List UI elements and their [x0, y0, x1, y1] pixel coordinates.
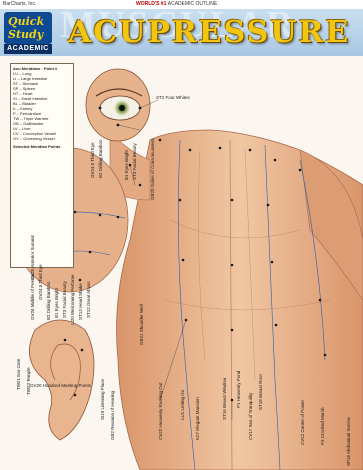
- tagline: WORLD'S #1 ACADEMIC OUTLINE: [136, 0, 217, 9]
- page-title: ACUPRESSURE: [68, 15, 350, 50]
- point-label: GV25 Anterior Summit: [30, 235, 35, 280]
- top-credit-line: BarCharts, Inc. WORLD'S #1 ACADEMIC OUTL…: [0, 0, 363, 9]
- point-label: LI20 Welcoming Perfume: [70, 275, 75, 325]
- point-label: ST16 Breast Window: [222, 378, 227, 420]
- title-banner: MUSCULAR Quick Study ACADEMIC ACUPRESSUR…: [0, 9, 363, 56]
- point-label: TW21 Ear Gate: [16, 359, 21, 390]
- index-header-right: Point #: [44, 66, 57, 71]
- point-label: GB21 Shoulder Well: [139, 304, 144, 345]
- point-label: GV24.5 Third Eye: [90, 142, 95, 178]
- point-label: P3 Crooked Marsh: [320, 407, 325, 445]
- point-label: TW23 Temple: [26, 367, 31, 395]
- tagline-rest: ACADEMIC OUTLINE: [168, 1, 217, 7]
- point-label: CV12 Center of Power: [300, 400, 305, 445]
- point-label: GB20 Gates of Consciousness: [150, 138, 155, 200]
- point-label: LU1 Letting Go: [180, 390, 185, 420]
- point-label: ST13 Head Shake: [78, 283, 83, 320]
- point-label: B2 Drilling Bamboo: [46, 281, 51, 320]
- point-label: SI19 Listening Place: [100, 379, 105, 420]
- point-label: GV26 Middle of Person: [30, 273, 35, 320]
- point-label: B1 Eyes Bright: [124, 150, 129, 180]
- point-label: CV22 Heavenly Rushing Out: [158, 382, 163, 440]
- quickstudy-logo: Quick Study ACADEMIC: [4, 12, 52, 54]
- point-label: ST12 Great Abyss: [86, 281, 91, 318]
- point-label: GV24.5 Third Eye: [38, 264, 43, 300]
- point-label: CV17 Sea of Tranquility: [248, 393, 253, 440]
- point-label: ST18 Breast Root: [258, 374, 263, 410]
- point-label: ST3 Facial Beauty: [62, 281, 67, 318]
- logo-mark: Quick Study: [4, 12, 52, 44]
- point-label: B2 Drilling Bamboo: [98, 139, 103, 178]
- logo-badge: ACADEMIC: [4, 44, 52, 54]
- tagline-brand: WORLD'S #1: [136, 1, 166, 7]
- point-label: ST2 Four Whites: [156, 95, 190, 100]
- index-legend: Selected Meridian Points: [13, 144, 71, 149]
- point-label: GV20 Hundred Meeting Points: [30, 383, 91, 388]
- logo-line2: Study: [8, 28, 48, 41]
- point-label: SP16 Abdominal Sorrow: [346, 417, 351, 466]
- logo-line1: Quick: [8, 15, 48, 28]
- point-label: P1 Heavenly Pond: [236, 371, 241, 408]
- point-label: K27 Elegant Mansion: [195, 397, 200, 440]
- publisher-name: BarCharts, Inc.: [3, 0, 36, 9]
- point-label: ST3 Facial Beauty: [132, 143, 137, 180]
- index-row: GV – Governing Vessel: [13, 136, 71, 141]
- meridian-index-table: Acu Meridians · Point # LU – Lung LI – L…: [10, 63, 74, 268]
- point-label: B1 Eyes Bright: [54, 288, 59, 318]
- point-label: GB2 Reunion of Hearing: [110, 391, 115, 440]
